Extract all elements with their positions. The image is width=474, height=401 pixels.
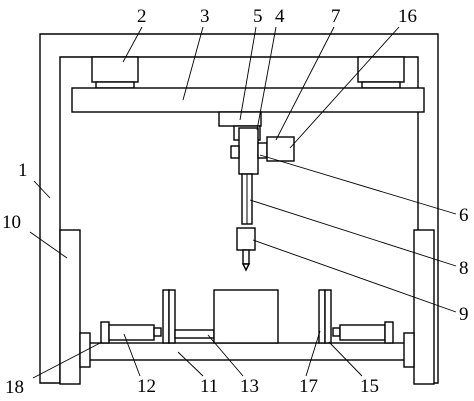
left-clamp bbox=[100, 289, 176, 344]
part-number-9: 9 bbox=[459, 304, 469, 325]
leader-line-18 bbox=[32, 341, 103, 379]
center-block bbox=[174, 289, 279, 344]
leader-line-17 bbox=[305, 330, 321, 377]
part-number-1: 1 bbox=[18, 160, 28, 181]
part-number-15: 15 bbox=[360, 376, 379, 397]
leader-line-7 bbox=[275, 26, 335, 141]
leader-line-15 bbox=[328, 341, 363, 377]
part-number-4: 4 bbox=[275, 6, 285, 27]
part-number-13: 13 bbox=[240, 376, 259, 397]
part-number-5: 5 bbox=[253, 6, 263, 27]
part-number-2: 2 bbox=[137, 6, 147, 27]
part-number-7: 7 bbox=[331, 6, 341, 27]
part-number-16: 16 bbox=[398, 6, 417, 27]
leader-line-16 bbox=[289, 26, 400, 149]
leader-line-8 bbox=[249, 199, 457, 267]
top-motor-left bbox=[91, 56, 139, 89]
part-number-12: 12 bbox=[137, 376, 156, 397]
part-number-8: 8 bbox=[459, 258, 469, 279]
lifting-rod bbox=[241, 173, 253, 225]
leader-line-5 bbox=[239, 26, 257, 121]
leader-line-13 bbox=[207, 334, 244, 377]
part-number-18: 18 bbox=[5, 377, 24, 398]
outer-frame bbox=[39, 33, 439, 384]
part-number-10: 10 bbox=[2, 212, 21, 233]
bottom-rail bbox=[79, 332, 415, 368]
nozzle-head bbox=[236, 227, 256, 272]
carriage-assembly bbox=[230, 127, 295, 175]
side-pad-right bbox=[413, 229, 435, 385]
cross-beam bbox=[71, 87, 425, 113]
leader-line-10 bbox=[29, 231, 68, 259]
leader-line-9 bbox=[252, 239, 457, 313]
leader-line-4 bbox=[256, 26, 277, 131]
leader-line-11 bbox=[177, 351, 204, 377]
leader-line-1 bbox=[33, 180, 51, 199]
part-number-6: 6 bbox=[459, 205, 469, 226]
part-number-17: 17 bbox=[299, 376, 318, 397]
top-motor-right bbox=[357, 56, 405, 89]
side-pad-left bbox=[59, 229, 81, 385]
leader-line-12 bbox=[123, 333, 141, 377]
leader-line-2 bbox=[122, 26, 143, 63]
leader-line-6 bbox=[259, 154, 457, 215]
leader-line-3 bbox=[182, 26, 204, 101]
part-number-11: 11 bbox=[200, 376, 218, 397]
right-clamp bbox=[318, 289, 394, 344]
part-number-3: 3 bbox=[200, 6, 210, 27]
